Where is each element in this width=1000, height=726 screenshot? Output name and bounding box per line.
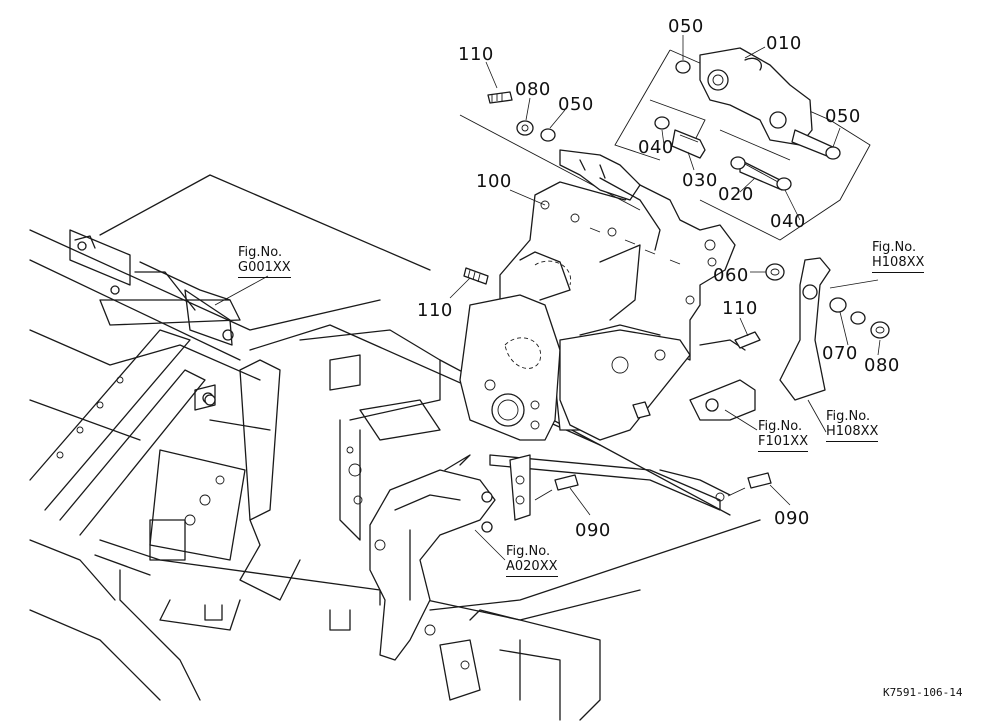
fig-ref-h108-top: Fig.No. H108XX xyxy=(872,240,925,273)
part-label: 110 xyxy=(417,300,453,321)
fig-ref-code: F101XX xyxy=(758,434,809,452)
leader-lines xyxy=(214,35,881,561)
part-label: 110 xyxy=(722,298,758,319)
part-label: 010 xyxy=(766,33,802,54)
fig-ref-prefix: Fig.No. xyxy=(826,409,871,424)
fig-ref-code: A020XX xyxy=(506,559,558,577)
top-lever-assembly xyxy=(459,47,871,251)
chassis-frame xyxy=(29,174,761,721)
part-label: 110 xyxy=(458,44,494,65)
part-label: 080 xyxy=(864,355,900,376)
pedal-arm xyxy=(779,257,831,401)
fig-ref-prefix: Fig.No. xyxy=(872,240,917,255)
part-label: 050 xyxy=(558,94,594,115)
fig-ref-code: H108XX xyxy=(826,424,879,442)
drawing-code: K7591-106-14 xyxy=(883,686,963,699)
fig-ref-prefix: Fig.No. xyxy=(506,544,551,559)
part-label: 050 xyxy=(825,106,861,127)
part-label: 030 xyxy=(682,170,718,191)
pedal-support-bracket xyxy=(369,454,496,661)
part-label: 050 xyxy=(668,16,704,37)
part-label: 040 xyxy=(770,211,806,232)
fasteners xyxy=(204,91,890,501)
fig-ref-code: H108XX xyxy=(872,255,925,273)
fig-ref-a020: Fig.No. A020XX xyxy=(506,544,558,577)
fig-ref-f101: Fig.No. F101XX xyxy=(758,419,809,452)
part-label: 080 xyxy=(515,79,551,100)
fig-ref-prefix: Fig.No. xyxy=(238,245,283,260)
part-label: 100 xyxy=(476,171,512,192)
part-label: 020 xyxy=(718,184,754,205)
part-label: 040 xyxy=(638,137,674,158)
part-label: 060 xyxy=(713,265,749,286)
fig-ref-code: G001XX xyxy=(238,260,291,278)
fig-ref-h108-bottom: Fig.No. H108XX xyxy=(826,409,879,442)
part-label: 070 xyxy=(822,343,858,364)
part-label: 090 xyxy=(774,508,810,529)
fig-ref-prefix: Fig.No. xyxy=(758,419,803,434)
fig-ref-g001: Fig.No. G001XX xyxy=(238,245,291,278)
f101-bracket xyxy=(689,339,756,421)
part-label: 090 xyxy=(575,520,611,541)
main-bracket-100 xyxy=(459,181,736,521)
